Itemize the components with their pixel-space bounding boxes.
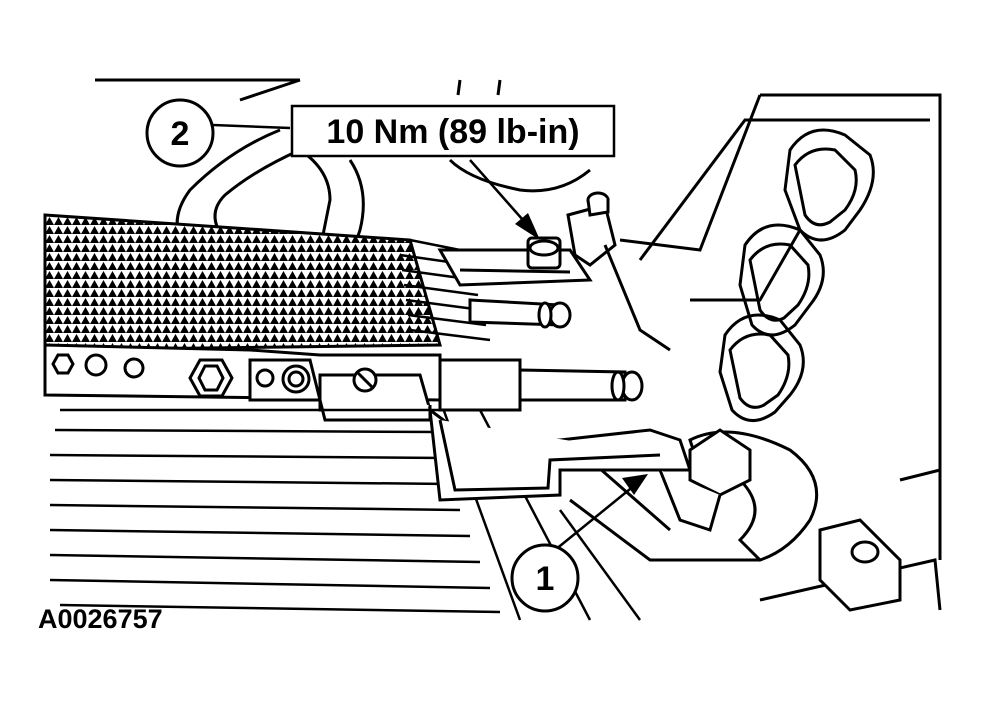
torque-leader-arrow [469, 159, 540, 240]
cooler-tubes [438, 298, 644, 412]
callout-1-leader-arrow [554, 474, 648, 551]
tube-clamp [658, 428, 902, 612]
frame-slots [718, 128, 875, 422]
callout-2-number: 2 [171, 115, 190, 153]
cooler-core [43, 213, 491, 352]
frame-rail [569, 93, 942, 611]
callout-1-number: 1 [536, 560, 555, 598]
callout-2: 2 [145, 98, 215, 168]
lower-bracket [428, 406, 693, 502]
cooler-mounting-bracket [43, 343, 442, 422]
upper-fitting [437, 191, 671, 352]
callout-2-leader [212, 123, 291, 130]
torque-label: 10 Nm (89 lb-in) [290, 104, 616, 158]
callout-1: 1 [510, 543, 580, 613]
figure-id: A0026757 [38, 604, 163, 634]
torque-value: 10 Nm (89 lb-in) [326, 113, 579, 151]
